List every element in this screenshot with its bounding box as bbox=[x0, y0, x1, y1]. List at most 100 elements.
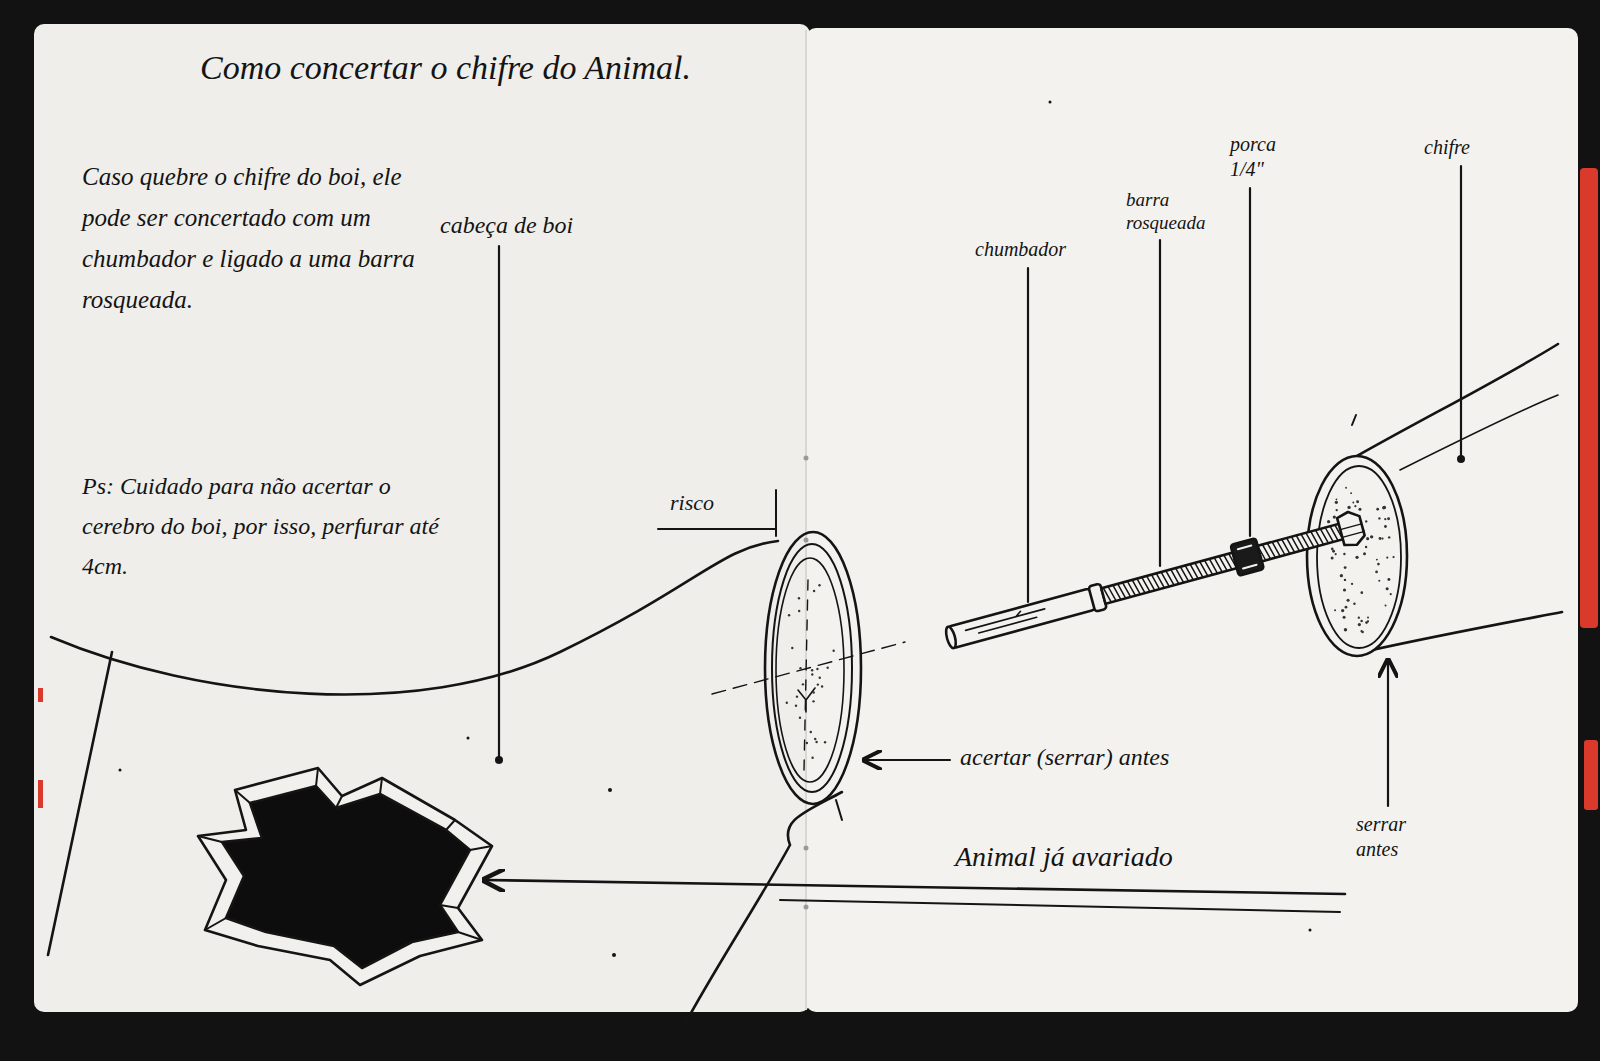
speck bbox=[813, 590, 815, 592]
speck bbox=[1360, 591, 1363, 594]
head-outline bbox=[686, 792, 842, 1022]
speck bbox=[1385, 605, 1387, 607]
note: Ps: Cuidado para não acertar o cerebro d… bbox=[82, 466, 462, 586]
stump-texture bbox=[786, 584, 835, 759]
speck bbox=[1367, 620, 1369, 622]
speck bbox=[1343, 588, 1346, 591]
speck bbox=[1347, 599, 1350, 602]
center-line bbox=[804, 580, 808, 770]
speck bbox=[1335, 553, 1337, 555]
speck bbox=[1354, 505, 1356, 507]
leader-line bbox=[1027, 268, 1029, 602]
speck bbox=[1365, 546, 1367, 548]
speck bbox=[1360, 630, 1362, 632]
note: Animal já avariado bbox=[955, 840, 1173, 874]
speck bbox=[1352, 502, 1354, 504]
speck bbox=[1384, 525, 1387, 528]
speck bbox=[1361, 631, 1364, 634]
speck bbox=[1333, 515, 1336, 518]
speck bbox=[812, 691, 814, 693]
horn-stump bbox=[765, 532, 861, 804]
speck bbox=[1327, 520, 1330, 523]
speck bbox=[1358, 508, 1361, 511]
speck bbox=[799, 667, 801, 669]
speck bbox=[1386, 557, 1388, 559]
speck bbox=[1387, 578, 1390, 581]
speck bbox=[806, 742, 808, 744]
horn bbox=[1352, 415, 1356, 425]
leader-line bbox=[1387, 660, 1389, 806]
horn-stump bbox=[772, 544, 852, 792]
leader-line bbox=[1249, 188, 1251, 536]
risco-line bbox=[658, 490, 776, 536]
part-label: cabeça de boi bbox=[440, 210, 575, 240]
speck bbox=[1387, 517, 1390, 520]
speck bbox=[1350, 492, 1352, 494]
speck bbox=[821, 685, 823, 687]
speck bbox=[1370, 535, 1373, 538]
center-line bbox=[712, 642, 905, 694]
speck bbox=[1336, 509, 1338, 511]
part-label: serrar antes bbox=[1356, 812, 1438, 862]
hole-facets bbox=[198, 768, 492, 940]
leader-dot bbox=[495, 756, 503, 764]
speck bbox=[818, 584, 820, 586]
speck bbox=[791, 647, 793, 649]
horn-face bbox=[1317, 466, 1401, 648]
title: Como concertar o chifre do Animal. bbox=[200, 48, 691, 89]
anchor-rod bbox=[943, 509, 1367, 655]
leader-line bbox=[864, 759, 950, 761]
speck bbox=[810, 731, 812, 733]
speck bbox=[788, 614, 790, 616]
speck bbox=[1390, 593, 1392, 595]
speck bbox=[1345, 487, 1347, 489]
speck bbox=[799, 717, 801, 719]
binding-holes bbox=[804, 456, 809, 910]
part-label: barra rosqueada bbox=[1126, 188, 1230, 234]
speck bbox=[814, 738, 816, 740]
speck bbox=[1377, 563, 1380, 566]
pointer-line bbox=[780, 900, 1340, 912]
speck bbox=[1358, 616, 1360, 618]
speck bbox=[1382, 538, 1384, 540]
leader-dot bbox=[1457, 455, 1465, 463]
speck bbox=[1375, 571, 1378, 574]
gutter bbox=[805, 30, 807, 1010]
speck bbox=[1363, 552, 1366, 555]
speck bbox=[812, 700, 814, 702]
speck bbox=[811, 673, 813, 675]
speck bbox=[1388, 536, 1390, 538]
speck bbox=[1366, 537, 1369, 540]
pointer-line bbox=[484, 880, 1345, 894]
speck bbox=[1378, 517, 1380, 519]
speck bbox=[1379, 537, 1382, 540]
speck bbox=[817, 683, 819, 685]
speck bbox=[796, 695, 798, 697]
head-outline bbox=[48, 652, 112, 955]
speck bbox=[824, 741, 826, 743]
head-outline bbox=[836, 800, 842, 820]
speck bbox=[1376, 508, 1379, 511]
note: acertar (serrar) antes bbox=[960, 742, 1170, 772]
speck bbox=[1382, 506, 1385, 509]
horn bbox=[1400, 395, 1558, 470]
left-page bbox=[34, 24, 810, 1012]
leader-line bbox=[1159, 240, 1161, 566]
speck bbox=[1347, 506, 1350, 509]
leader-line bbox=[498, 246, 500, 760]
speck bbox=[826, 667, 828, 669]
speck bbox=[1341, 609, 1344, 612]
horn-texture bbox=[1327, 487, 1395, 633]
speck bbox=[832, 650, 834, 652]
leader-line bbox=[1460, 166, 1462, 459]
horn bbox=[1372, 612, 1562, 650]
head-outline bbox=[51, 541, 778, 694]
speck bbox=[1392, 556, 1394, 558]
speck bbox=[1343, 616, 1346, 619]
speck bbox=[1384, 518, 1386, 520]
speck bbox=[795, 705, 797, 707]
speck bbox=[1331, 548, 1334, 551]
speck bbox=[1335, 501, 1338, 504]
speck bbox=[811, 669, 813, 671]
